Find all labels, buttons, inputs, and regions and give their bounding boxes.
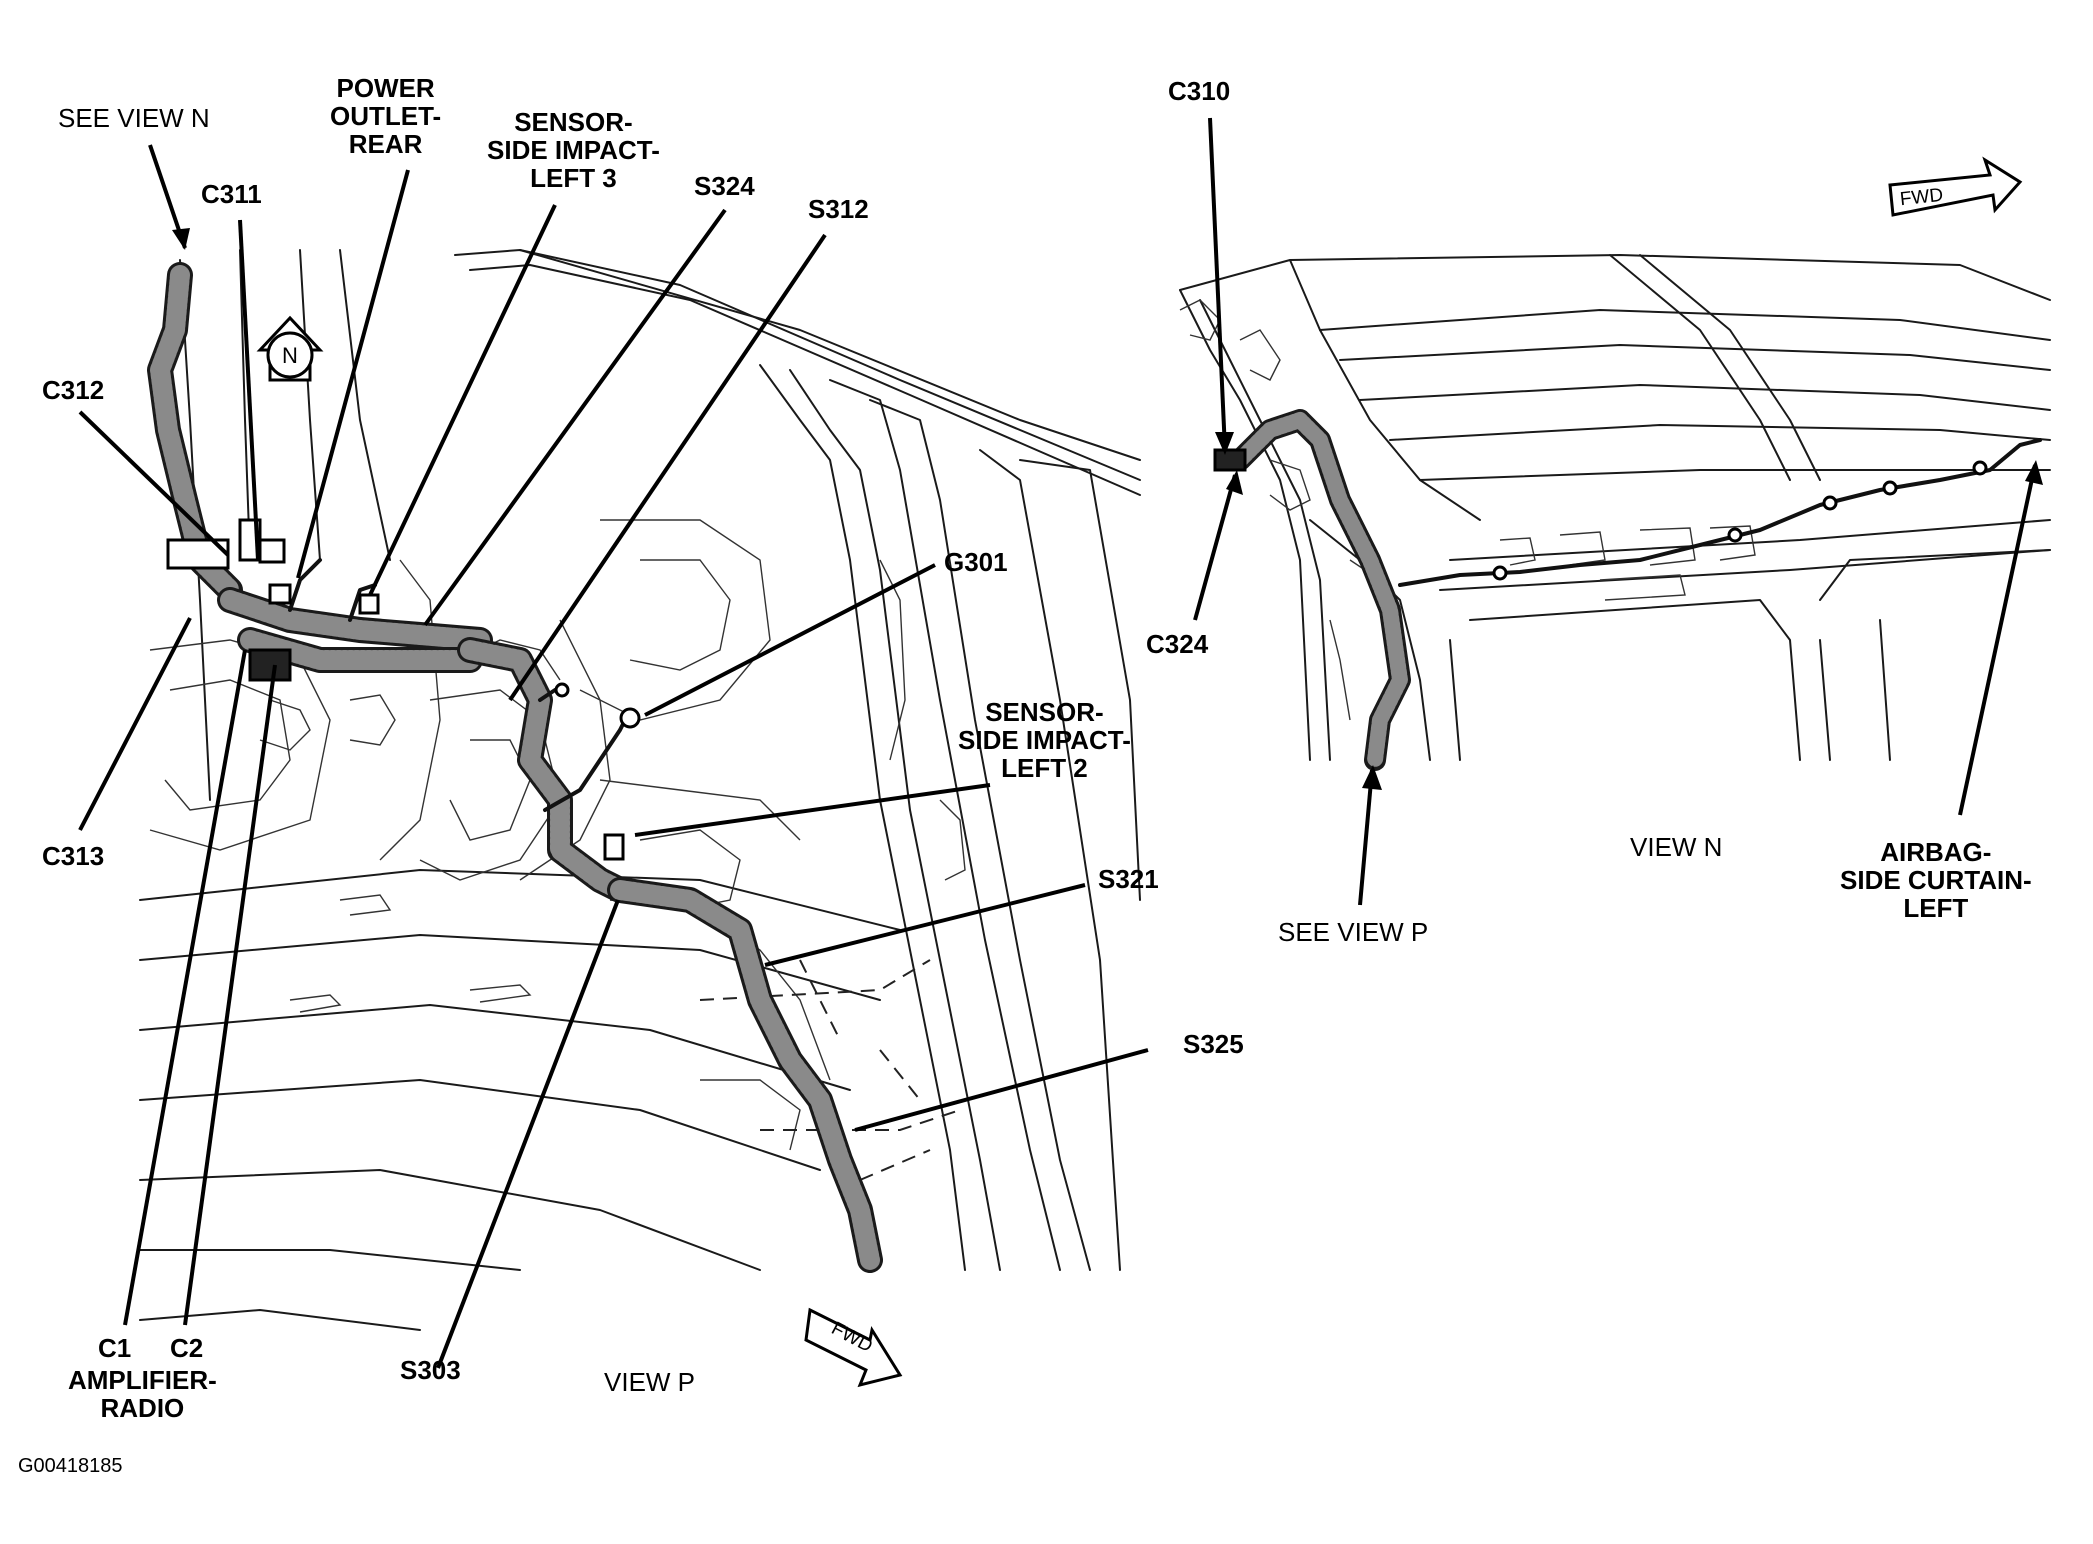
label-airbag-side-curtain-left: AIRBAG- SIDE CURTAIN- LEFT — [1840, 837, 2032, 923]
label-s325: S325 — [1183, 1029, 1244, 1059]
label-s321: S321 — [1098, 864, 1159, 894]
label-north-marker: N — [282, 343, 298, 368]
label-s324: S324 — [694, 171, 755, 201]
label-c311: C311 — [201, 179, 262, 209]
label-s303: S303 — [400, 1355, 461, 1385]
label-view-n: VIEW N — [1630, 832, 1723, 862]
label-sensor-side-impact-left-3: SENSOR- SIDE IMPACT- LEFT 3 — [487, 107, 660, 193]
label-c313: C313 — [42, 841, 105, 871]
label-sensor-side-impact-left-2: SENSOR- SIDE IMPACT- LEFT 2 — [958, 697, 1131, 783]
view-n-roof-structure — [1179, 254, 2051, 761]
label-see-view-p: SEE VIEW P — [1278, 917, 1429, 947]
figure-id: G00418185 — [18, 1455, 123, 1477]
label-g301: G301 — [944, 547, 1008, 577]
label-c2: C2 — [170, 1333, 204, 1363]
label-c324: C324 — [1146, 629, 1209, 659]
label-power-outlet-rear: POWER OUTLET- REAR — [330, 73, 442, 159]
label-amplifier-radio: AMPLIFIER- RADIO — [68, 1365, 217, 1423]
label-c1: C1 — [98, 1333, 132, 1363]
view-n-harness — [1213, 409, 2042, 771]
label-c312: C312 — [42, 375, 105, 405]
fwd-arrow-view-n — [1888, 156, 2023, 217]
north-view-marker — [256, 315, 324, 382]
label-see-view-n: SEE VIEW N — [58, 103, 210, 133]
leader-lines — [78, 117, 2043, 1369]
view-p-harness — [147, 262, 883, 1273]
view-p-body-structure — [139, 249, 1141, 1331]
fwd-arrow-view-p — [804, 1307, 903, 1388]
label-fwd-view-n: FWD — [1898, 184, 1945, 211]
label-c310: C310 — [1168, 76, 1231, 106]
label-view-p: VIEW P — [604, 1367, 696, 1397]
label-s312: S312 — [808, 194, 869, 224]
